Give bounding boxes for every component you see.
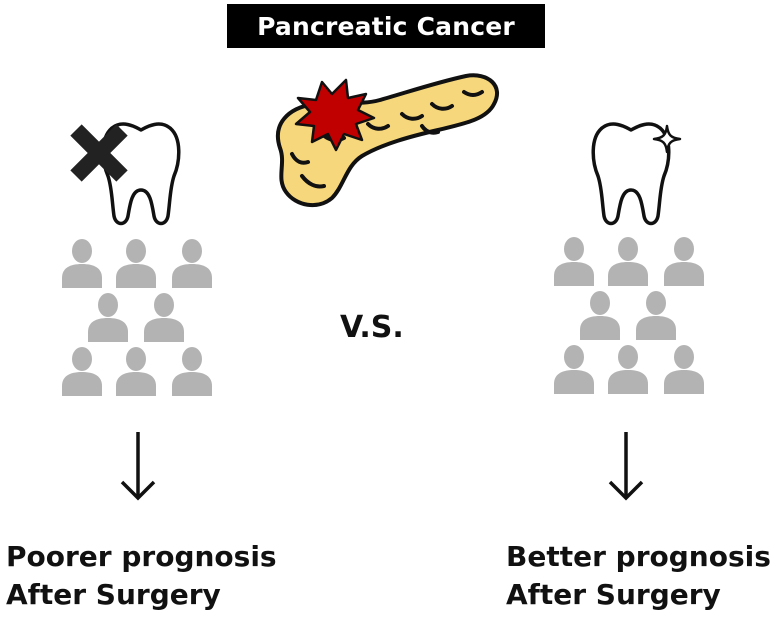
person-icon: [662, 236, 706, 286]
person-icon: [606, 344, 650, 394]
versus-label: V.S.: [340, 310, 404, 345]
person-icon: [606, 236, 650, 286]
person-icon: [662, 344, 706, 394]
person-icon: [114, 346, 158, 396]
tooth-icon-right: [591, 122, 671, 226]
person-icon: [60, 346, 104, 396]
outcome-right-line1: Better prognosis: [506, 540, 771, 573]
pancreas-icon: [276, 73, 500, 208]
person-icon: [552, 344, 596, 394]
outcome-right-line2: After Surgery: [506, 578, 721, 611]
person-icon: [86, 292, 130, 342]
title-banner: Pancreatic Cancer: [227, 4, 545, 48]
person-icon: [60, 238, 104, 288]
person-icon: [552, 236, 596, 286]
patient-group-left: [54, 236, 214, 396]
outcome-left-line1: Poorer prognosis: [6, 540, 277, 573]
person-icon: [170, 346, 214, 396]
sparkle-icon: [652, 124, 682, 154]
person-icon: [578, 290, 622, 340]
person-icon: [634, 290, 678, 340]
down-arrow-icon-left: [120, 432, 156, 501]
outcome-right: Better prognosis After Surgery: [506, 538, 771, 614]
x-mark-icon: [70, 124, 128, 182]
person-icon: [142, 292, 186, 342]
down-arrow-icon-right: [608, 432, 644, 501]
tooth-icon-left: [101, 122, 181, 226]
person-icon: [114, 238, 158, 288]
title-text: Pancreatic Cancer: [257, 11, 515, 41]
outcome-left-line2: After Surgery: [6, 578, 221, 611]
outcome-left: Poorer prognosis After Surgery: [6, 538, 277, 614]
tumor-icon: [294, 78, 376, 152]
person-icon: [170, 238, 214, 288]
patient-group-right: [546, 234, 706, 394]
